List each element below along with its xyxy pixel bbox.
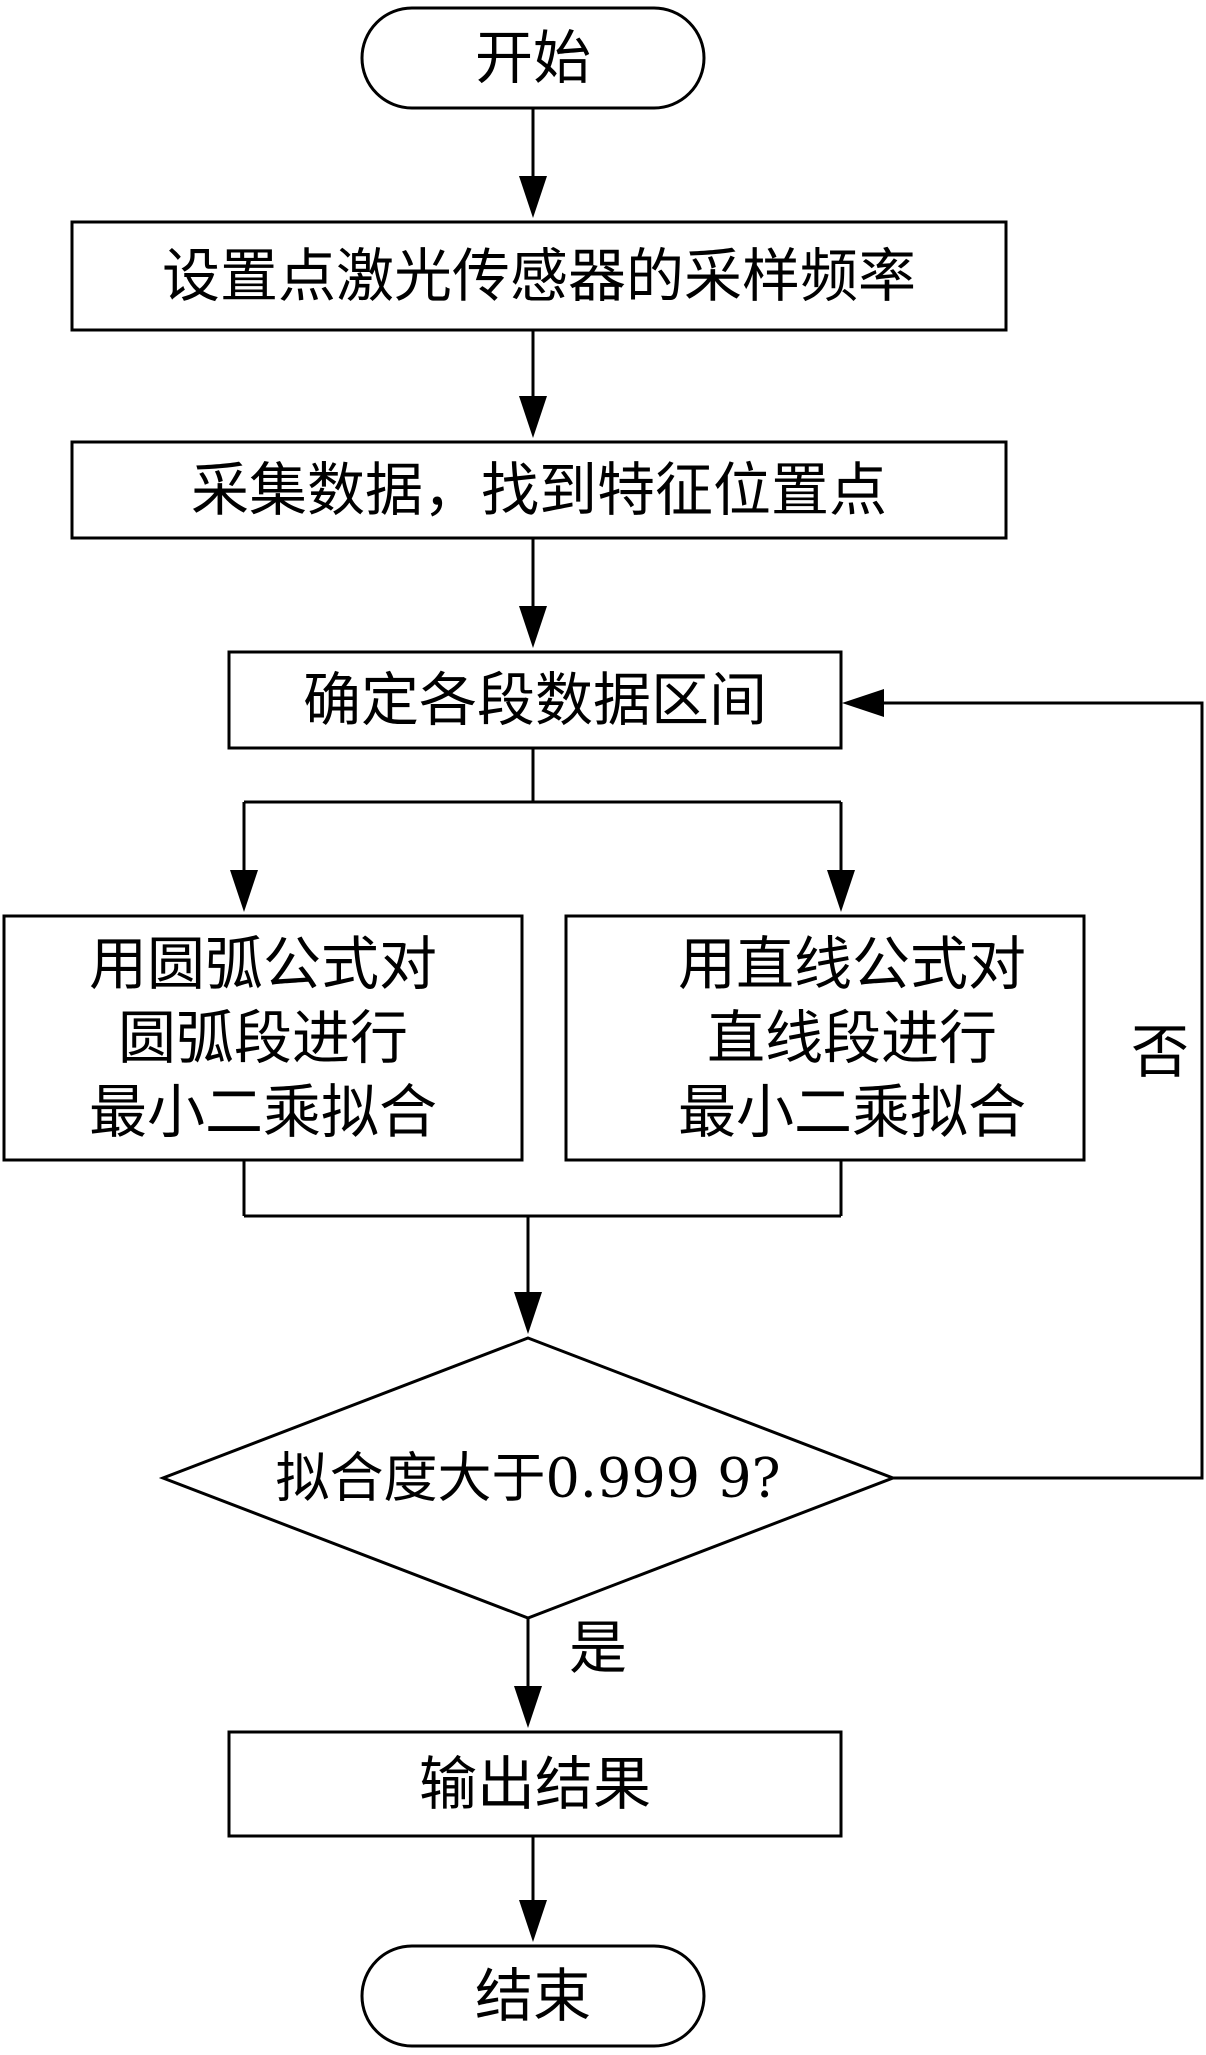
set-rate-label: 设置点激光传感器的采样频率 [162,242,916,310]
no-branch-line [880,701,1204,1480]
arrowhead-to-arc-fit [230,870,258,912]
arrowhead-yes-branch [514,1686,542,1728]
end-label: 结束 [475,1962,591,2030]
arrowhead-set-rate-to-collect [519,396,547,438]
arc-fit-line-3: 最小二乘拟合 [89,1078,437,1146]
arrowhead-to-decision [514,1292,542,1334]
decision-label: 拟合度大于0.999 9? [275,1447,780,1510]
yes-label: 是 [569,1614,627,1682]
set-rate-box [70,220,1008,332]
line-fit-line-3: 最小二乘拟合 [678,1078,1026,1146]
line-fit-line-2: 直线段进行 [707,1004,997,1072]
no-label: 否 [1131,1018,1189,1086]
arc-fit-line-2: 圆弧段进行 [118,1004,408,1072]
line-fit-box [564,914,1086,1162]
end-terminal [360,1944,706,2048]
determine-box [227,650,843,750]
arc-fit-line-1: 用圆弧公式对 [89,930,437,998]
output-label: 输出结果 [419,1750,651,1818]
arrowhead-collect-to-determine [519,606,547,648]
arc-fit-box [2,914,524,1162]
arrowhead-output-to-end [519,1900,547,1942]
arrowhead-to-line-fit [827,870,855,912]
collect-label: 采集数据，找到特征位置点 [191,456,887,524]
line-fit-line-1: 用直线公式对 [678,930,1026,998]
arrowhead-no-branch [842,689,884,717]
determine-label: 确定各段数据区间 [303,666,767,734]
start-label: 开始 [475,24,591,92]
output-box [227,1730,843,1838]
collect-box [70,440,1008,540]
arrowhead-start-to-set-rate [519,176,547,218]
